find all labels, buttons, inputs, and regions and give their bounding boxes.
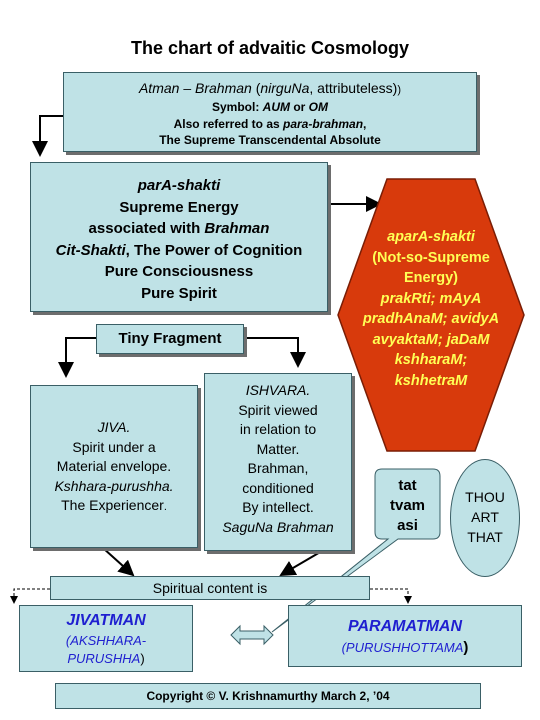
paramatman-box: PARAMATMAN (PURUSHHOTTAMA) [288, 605, 522, 667]
apara-line-8: kshhetraM [394, 372, 468, 389]
hexagon-shape [337, 178, 525, 452]
jivatman-box: JIVATMAN (AKSHHARA- PURUSHHA) [19, 605, 193, 672]
apara-line-7: kshharaM; [394, 352, 468, 368]
arrow-spiritual-to-jivatman [10, 588, 50, 604]
para-shakti-box: parA-shakti Supreme Energy associated wi… [30, 162, 328, 312]
callout-line-1: tat [398, 477, 417, 494]
atman-brahman-box: Atman – Brahman (nirguNa, attributeless)… [63, 72, 477, 152]
apara-shakti-hexagon: aparA-shakti (Not-so-Supreme Energy) pra… [337, 178, 525, 452]
arrow-jiva-to-spiritual [102, 547, 135, 577]
thou-art-that-oval: THOU ART THAT [450, 459, 520, 577]
arrow-fragment-to-ishvara [244, 337, 306, 368]
atman-title: Atman – Brahman [138, 80, 252, 96]
page-title: The chart of advaitic Cosmology [130, 38, 410, 58]
ishvara-box: ISHVARA. Spirit viewed in relation to Ma… [204, 373, 352, 551]
arrow-fragment-to-jiva [58, 337, 96, 378]
callout-line-3: asi [397, 517, 418, 534]
copyright-box: Copyright © V. Krishnamurthy March 2, ’0… [55, 683, 481, 709]
apara-line-4: prakRti; mAyA [380, 290, 482, 307]
tiny-fragment-box: Tiny Fragment [96, 324, 244, 354]
apara-line-2: (Not-so-Supreme [372, 249, 490, 266]
thou-line-2: ART [471, 509, 499, 525]
jiva-box: JIVA. Spirit under a Material envelope. … [30, 385, 198, 548]
arrow-spiritual-to-paramatman [370, 588, 412, 604]
para-shakti-title: parA-shakti [137, 177, 221, 194]
apara-line-5: pradhAnaM; avidyA [362, 311, 500, 327]
thou-line-3: THAT [467, 529, 503, 545]
apara-line-3: Energy) [404, 270, 458, 286]
thou-line-1: THOU [465, 489, 505, 505]
spiritual-content-box: Spiritual content is [50, 576, 370, 600]
arrow-atman-to-para [32, 115, 63, 157]
double-arrow-icon [230, 624, 274, 646]
tat-tvam-asi-callout: tat tvam asi [270, 466, 470, 636]
apara-line-6: avyaktaM; jaDaM [372, 331, 490, 348]
callout-line-2: tvam [389, 497, 426, 514]
arrow-ishvara-to-spiritual [279, 550, 323, 577]
apara-line-1: aparA-shakti [387, 229, 475, 245]
